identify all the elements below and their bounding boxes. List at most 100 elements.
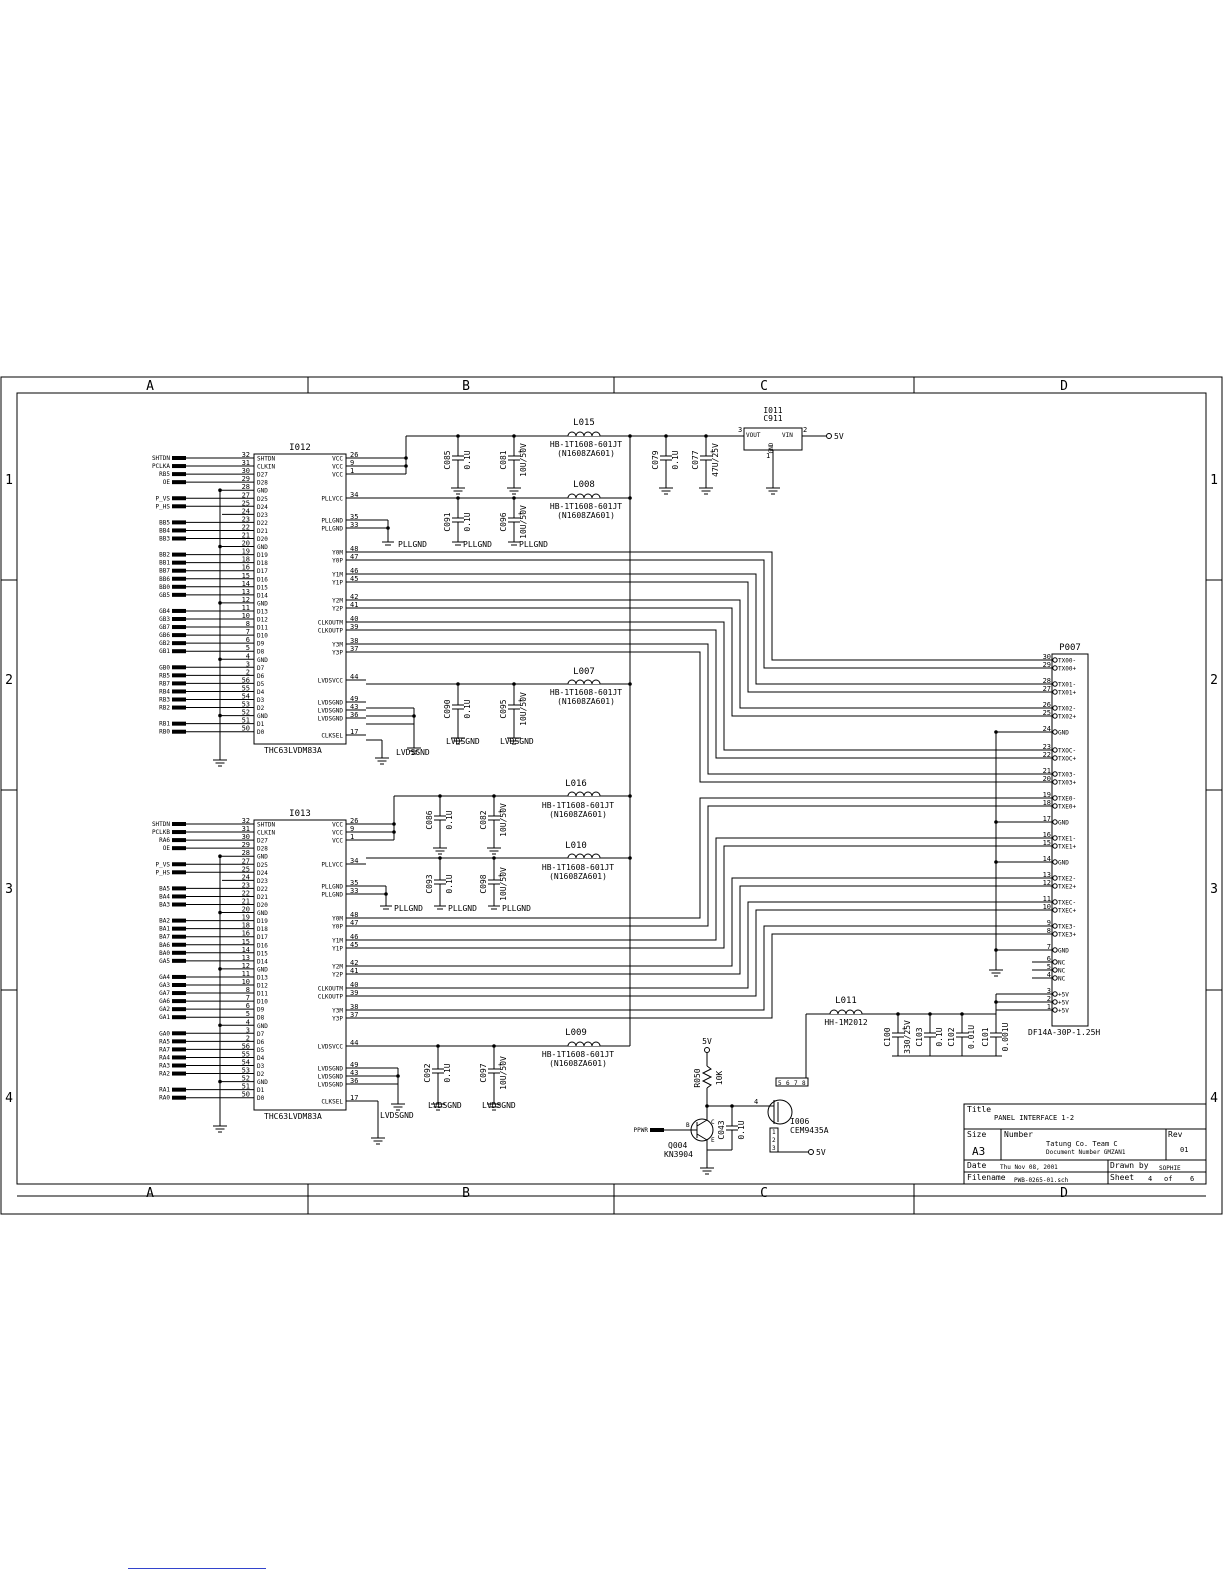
net-label-bb2: BB2 — [159, 552, 170, 559]
page-link-underline — [128, 1568, 266, 1569]
pin-circle — [1052, 747, 1058, 753]
pin-number: 2 — [246, 668, 250, 676]
pin-name: PLLGND — [321, 518, 343, 525]
pin-name: LVDSVCC — [318, 1044, 344, 1051]
ic-body — [253, 453, 347, 745]
pin-number: 49 — [350, 1061, 358, 1069]
pin-name: D25 — [257, 496, 268, 503]
pin-circle — [1052, 991, 1058, 997]
pin-number: 24 — [242, 873, 250, 881]
regulator-pin-number: 1 — [766, 452, 770, 460]
lvds-wire-i012 — [366, 629, 1040, 759]
pin-name: TX02+ — [1058, 714, 1076, 721]
net-label-shtdn: SHTDN — [152, 821, 170, 828]
pin-name: GND — [1058, 860, 1069, 867]
net-label-lvdsgnd: LVDSGND — [482, 1101, 516, 1110]
capacitor-value: 0.1U — [463, 699, 472, 718]
net-flag — [172, 822, 186, 826]
pin-number: 30 — [242, 833, 250, 841]
pin-number: 54 — [242, 693, 250, 701]
pin-number: 6 — [246, 1002, 250, 1010]
pin-number: 29 — [242, 841, 250, 849]
net-label-lvdsgnd: LVDSGND — [500, 737, 534, 746]
capacitor-ref: C085 — [443, 450, 452, 469]
sheet-label: Sheet — [1110, 1173, 1134, 1182]
lvds-wire-i012 — [366, 559, 1040, 669]
net-label-pllgnd: PLLGND — [394, 904, 423, 913]
net-label-ppwr: PPWR — [634, 1127, 649, 1134]
net-label-ba4: BA4 — [159, 893, 170, 900]
pin-number: 26 — [350, 451, 358, 459]
capacitor-polarity: + — [710, 448, 714, 456]
pin-number: 5 — [1047, 963, 1051, 971]
capacitor-value: 0.1U — [445, 874, 454, 893]
junction-dot — [896, 1012, 900, 1016]
pin-number: 16 — [242, 564, 250, 572]
sheet-total: 6 — [1190, 1175, 1194, 1183]
regulator-pin-number: 2 — [803, 426, 807, 434]
junction-dot — [928, 1012, 932, 1016]
lvds-wire-i013 — [366, 933, 1040, 1019]
net-label-ga2: GA2 — [159, 1006, 170, 1013]
power-port — [808, 1149, 814, 1155]
pin-number: 10 — [242, 612, 250, 620]
pin-number: 6 — [246, 636, 250, 644]
net-flag — [172, 528, 186, 533]
lvds-wire-i013 — [366, 845, 1040, 949]
pin-name: D22 — [257, 520, 268, 527]
capacitor-value: 10U/50V — [519, 692, 528, 726]
net-label-bb3: BB3 — [159, 536, 170, 543]
resistor-value: 10K — [715, 1071, 724, 1086]
pin-circle — [1052, 899, 1058, 905]
pin-name: TX03+ — [1058, 780, 1076, 787]
pin-name: LVDSVCC — [318, 678, 344, 685]
junction-dot — [404, 456, 408, 460]
pin-name: TXE2+ — [1058, 884, 1076, 891]
capacitor-ref: C100 — [883, 1027, 892, 1046]
pin-circle — [1052, 835, 1058, 841]
net-flag — [172, 862, 186, 867]
size-value: A3 — [972, 1145, 985, 1158]
pin-name: TXE2- — [1058, 876, 1076, 883]
inductor-alt-part: (N1608ZA601) — [557, 697, 615, 706]
pin-number: 50 — [242, 1091, 250, 1099]
net-flag — [172, 1055, 186, 1060]
pin-name: Y0M — [332, 550, 343, 557]
pin-name: D7 — [257, 665, 265, 672]
net-label-ra2: RA2 — [159, 1071, 170, 1078]
net-label-ra0: RA0 — [159, 1095, 170, 1102]
pin-name: TX00- — [1058, 658, 1076, 665]
net-flag — [172, 592, 186, 597]
net-label-gb5: GB5 — [159, 592, 170, 599]
capacitor-value: 0.01U — [967, 1025, 976, 1049]
pin-name: D0 — [257, 1095, 265, 1102]
pin-name: LVDSGND — [318, 716, 344, 723]
pin-number: 7 — [246, 628, 250, 636]
power-port — [826, 433, 832, 439]
pin-number: 43 — [350, 703, 358, 711]
pin-number: 25 — [242, 499, 250, 507]
net-flag — [172, 942, 186, 947]
pin-number: 49 — [350, 695, 358, 703]
inductor-coil — [567, 1041, 601, 1047]
pin-name: Y2M — [332, 598, 343, 605]
pin-name: D23 — [257, 512, 268, 519]
transistor-pin-e: E — [711, 1137, 715, 1144]
pin-name: TX01- — [1058, 682, 1076, 689]
junction-dot — [456, 496, 460, 500]
ic-body — [253, 819, 347, 1111]
net-flag — [172, 1031, 186, 1036]
net-label-lvdsgnd: LVDSGND — [446, 737, 480, 746]
net-flag — [172, 830, 186, 835]
document-number: Document Number GMZAN1 — [1046, 1149, 1126, 1156]
capacitor-polarity: + — [518, 448, 522, 456]
filename-value: PWB-0265-01.sch — [1014, 1177, 1069, 1184]
pin-name: D20 — [257, 902, 268, 909]
pin-number: 38 — [350, 637, 358, 645]
capacitor-value: 0.1U — [737, 1120, 746, 1139]
zone-label-top-d: D — [1060, 379, 1068, 394]
pin-number: 28 — [1043, 677, 1051, 685]
pin-number: 39 — [350, 989, 358, 997]
pin-number: 18 — [1043, 799, 1051, 807]
